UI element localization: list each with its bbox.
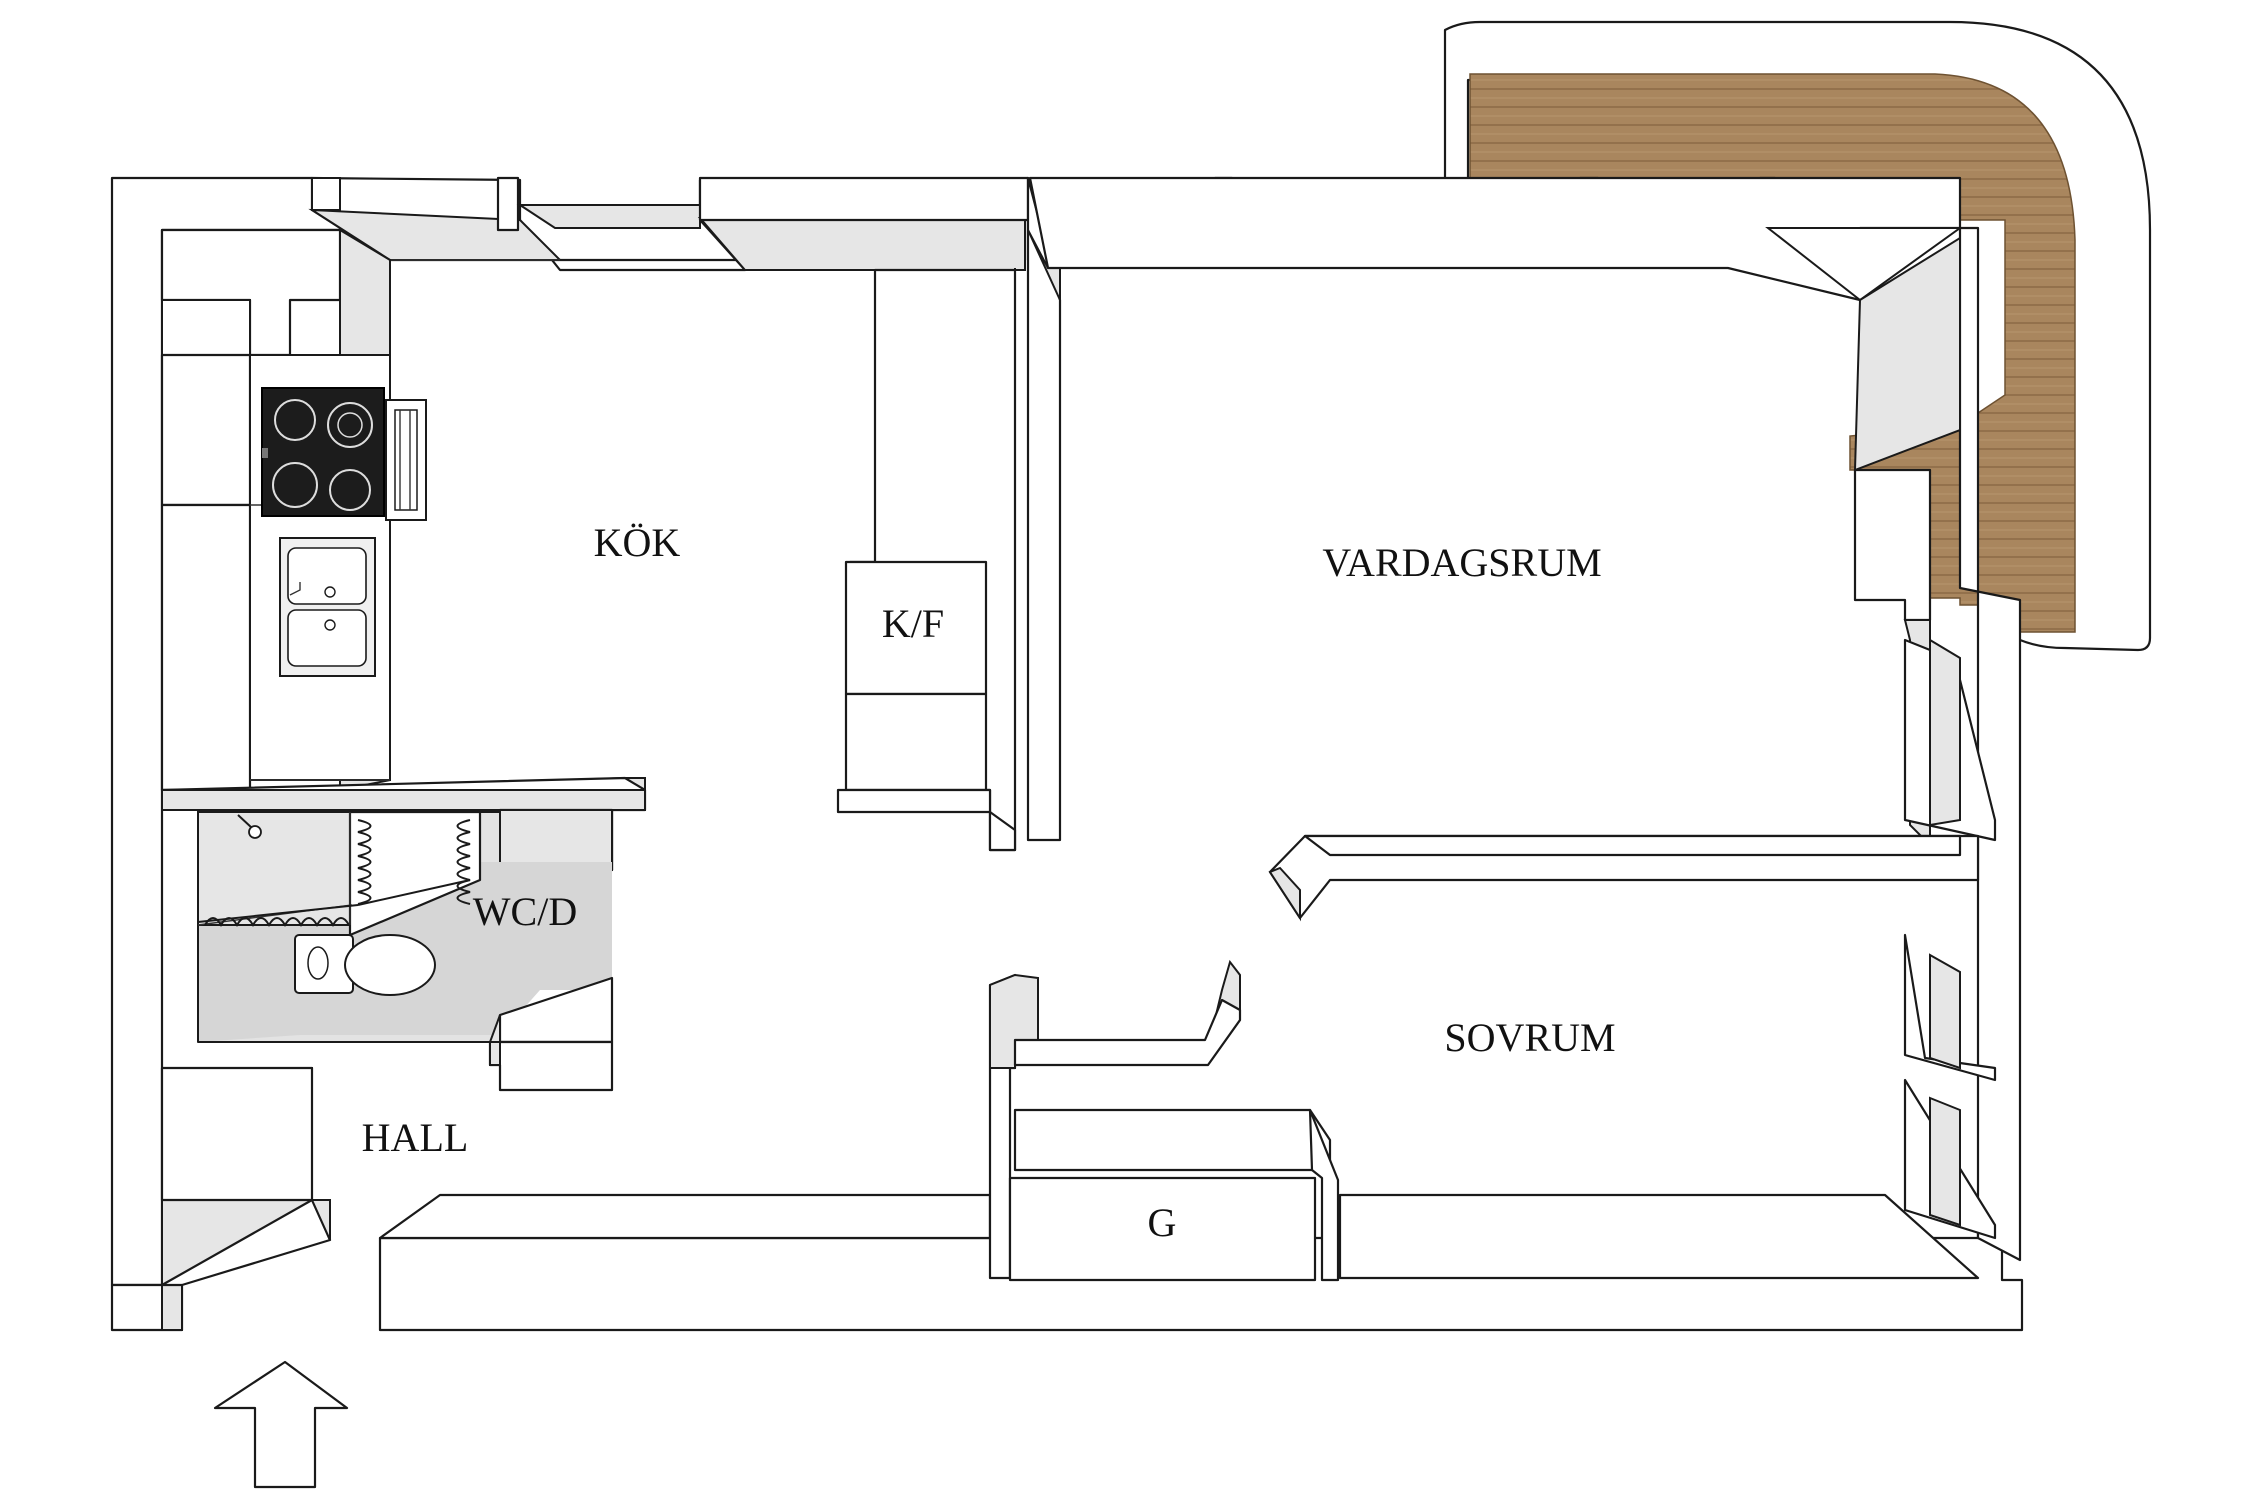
room-label-wcd: WC/D bbox=[473, 889, 577, 934]
hall-area bbox=[160, 1066, 992, 1330]
living-bedroom-partition bbox=[1268, 834, 1980, 922]
room-label-kok: KÖK bbox=[594, 520, 681, 565]
room-label-sovrum: SOVRUM bbox=[1444, 1015, 1615, 1060]
room-label-g: G bbox=[1148, 1200, 1177, 1245]
double-sink-icon bbox=[279, 537, 376, 677]
kitchen-living-partition bbox=[836, 268, 1017, 852]
entrance-arrow-icon bbox=[213, 1360, 349, 1489]
room-label-kf: K/F bbox=[882, 601, 944, 646]
cooktop-icon bbox=[261, 387, 427, 521]
right-window-sills bbox=[1853, 236, 1997, 1240]
kitchen-window-sills bbox=[308, 176, 1030, 271]
room-label-hall: HALL bbox=[362, 1115, 469, 1160]
shower-curtain bbox=[197, 812, 471, 928]
living-window-sills bbox=[1026, 176, 1964, 842]
room-label-vardagsrum: VARDAGSRUM bbox=[1322, 540, 1601, 585]
toilet-icon bbox=[294, 934, 436, 996]
closet-partition bbox=[988, 959, 1980, 1282]
shower-head-icon bbox=[237, 814, 262, 839]
